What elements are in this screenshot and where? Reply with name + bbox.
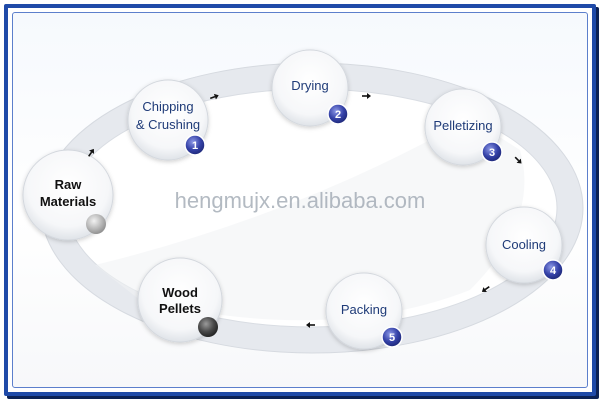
arrow-icon xyxy=(481,286,490,293)
arrow-icon xyxy=(209,93,219,100)
start-label-line1: Raw xyxy=(55,177,83,192)
end-label-line1: Wood xyxy=(162,285,198,300)
step-node-4: Cooling 4 xyxy=(485,206,564,284)
step-number: 4 xyxy=(550,265,557,277)
step-label-line1: Pelletizing xyxy=(433,118,492,133)
arrow-icon xyxy=(88,148,95,157)
step-number-badge xyxy=(481,141,503,163)
step-node-3: Pelletizing 3 xyxy=(424,88,503,166)
start-label-line2: Materials xyxy=(40,194,96,209)
step-number: 2 xyxy=(335,109,341,121)
step-node-5: Packing 5 xyxy=(325,272,403,350)
step-label-line1: Packing xyxy=(341,302,387,317)
start-node-raw-materials: Raw Materials xyxy=(22,149,114,241)
end-label-line2: Pellets xyxy=(159,301,201,316)
step-label-line1: Cooling xyxy=(502,237,546,252)
dark-dot-icon xyxy=(198,317,218,337)
step-label-line2: & Crushing xyxy=(136,117,200,132)
step-node-circle xyxy=(485,206,563,284)
step-node-circle xyxy=(271,49,349,127)
step-number-badge xyxy=(381,326,403,348)
arrow-icon xyxy=(306,322,315,328)
step-node-1: Chipping & Crushing 1 xyxy=(127,79,209,161)
flow-arrows xyxy=(88,93,522,328)
step-number: 5 xyxy=(389,332,395,344)
grey-dot-icon xyxy=(86,214,106,234)
watermark-text: hengmujx.en.alibaba.com xyxy=(175,188,426,213)
step-label-line1: Drying xyxy=(291,78,329,93)
step-number-badge xyxy=(184,134,206,156)
step-node-2: Drying 2 xyxy=(271,49,349,127)
step-number-badge xyxy=(327,103,349,125)
step-label-line1: Chipping xyxy=(142,99,193,114)
step-number: 1 xyxy=(192,140,198,152)
arrow-icon xyxy=(514,156,522,164)
end-node-wood-pellets: Wood Pellets xyxy=(137,257,223,343)
step-node-circle xyxy=(424,88,502,166)
arrow-icon xyxy=(362,93,371,99)
step-number-badge xyxy=(542,259,564,281)
step-number: 3 xyxy=(489,147,495,159)
step-node-circle xyxy=(325,272,403,350)
